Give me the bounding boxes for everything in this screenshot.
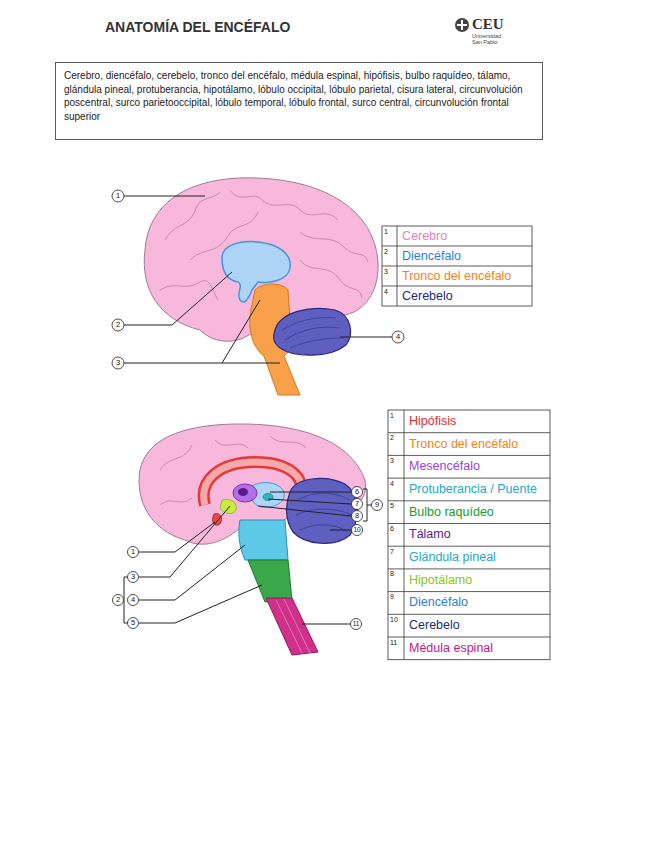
callout-number: 3 bbox=[111, 358, 125, 368]
logo-mark bbox=[455, 18, 469, 32]
callout-number: 4 bbox=[391, 332, 405, 342]
logo-text: CEU bbox=[472, 16, 522, 33]
page-title: ANATOMÍA DEL ENCÉFALO bbox=[105, 19, 290, 35]
table-answer: Hipófisis bbox=[409, 414, 547, 428]
medulla-shape bbox=[248, 560, 292, 602]
callout-number: 9 bbox=[370, 500, 384, 510]
leader-lines bbox=[124, 196, 392, 363]
cerebellum-folia bbox=[282, 318, 344, 349]
table-answer: Mesencéfalo bbox=[409, 459, 547, 473]
callout-number: 7 bbox=[350, 499, 364, 509]
table-grid bbox=[388, 410, 550, 660]
callout-circles bbox=[113, 487, 383, 630]
callout-circles bbox=[112, 190, 404, 369]
mesencephalon-shape bbox=[233, 484, 257, 502]
cerebellum-shape bbox=[274, 308, 351, 355]
table-answer: Tronco del encéfalo bbox=[409, 437, 547, 451]
word-bank-box: Cerebro, diencéfalo, cerebelo, tronco de… bbox=[55, 62, 543, 140]
callout-number: 4 bbox=[126, 595, 140, 605]
callout-number: 3 bbox=[126, 572, 140, 582]
table-answer: Hipotálamo bbox=[409, 573, 547, 587]
table-row-number: 10 bbox=[390, 616, 403, 624]
table-answer: Tronco del encéfalo bbox=[402, 269, 529, 283]
callout-number: 1 bbox=[111, 191, 125, 201]
table-row-number: 11 bbox=[390, 639, 403, 647]
table-row-number: 1 bbox=[390, 412, 403, 420]
table-row-number: 2 bbox=[390, 434, 403, 442]
cerebellum-folia bbox=[296, 493, 354, 532]
pons-shape bbox=[239, 520, 288, 560]
table-row-number: 3 bbox=[384, 268, 396, 276]
callout-number: 1 bbox=[126, 547, 140, 557]
table-answer: Cerebelo bbox=[409, 618, 547, 632]
table-answer: Bulbo raquídeo bbox=[409, 505, 547, 519]
word-bank-text: Cerebro, diencéfalo, cerebelo, tronco de… bbox=[64, 69, 534, 123]
table-answer: Cerebro bbox=[402, 229, 529, 243]
logo-subtext: Universidad San Pablo bbox=[472, 33, 508, 46]
table-row-number: 7 bbox=[390, 548, 403, 556]
callout-number: 6 bbox=[350, 487, 364, 497]
table-row-number: 4 bbox=[384, 288, 396, 296]
table-row-number: 3 bbox=[390, 457, 403, 465]
cerebellum-section bbox=[287, 478, 357, 543]
table-answer: Cerebelo bbox=[402, 289, 529, 303]
corpus-callosum bbox=[204, 462, 302, 505]
table-row-number: 5 bbox=[390, 502, 403, 510]
table-row-number: 2 bbox=[384, 248, 396, 256]
callout-number: 2 bbox=[111, 595, 125, 605]
table-answer: Tálamo bbox=[409, 527, 547, 541]
thalamus-shape bbox=[238, 488, 248, 496]
pituitary-shape bbox=[213, 514, 222, 526]
callout-number: 5 bbox=[126, 618, 140, 628]
table-row-number: 1 bbox=[384, 228, 396, 236]
logo-cross bbox=[457, 20, 467, 30]
table-answer: Diencéfalo bbox=[402, 249, 529, 263]
callout-number: 10 bbox=[350, 525, 364, 535]
spinal-cord-lines bbox=[276, 599, 310, 653]
corpus-callosum-inner bbox=[204, 462, 302, 505]
table-row-number: 9 bbox=[390, 593, 403, 601]
callout-number: 11 bbox=[349, 619, 363, 629]
table-answer: Protuberancia / Puente bbox=[409, 482, 547, 496]
table-row-number: 6 bbox=[390, 525, 403, 533]
callout-number: 8 bbox=[350, 511, 364, 521]
spinal-cord-shape bbox=[266, 598, 318, 655]
table-row-number: 4 bbox=[390, 480, 403, 488]
table-answer: Médula espinal bbox=[409, 641, 547, 655]
table-grid bbox=[382, 226, 532, 306]
table-row-number: 8 bbox=[390, 570, 403, 578]
table-answer: Diencéfalo bbox=[409, 595, 547, 609]
callout-number: 2 bbox=[111, 320, 125, 330]
table-answer: Glándula pineal bbox=[409, 550, 547, 564]
leader-lines bbox=[124, 489, 371, 624]
hypothalamus-shape bbox=[220, 499, 236, 513]
